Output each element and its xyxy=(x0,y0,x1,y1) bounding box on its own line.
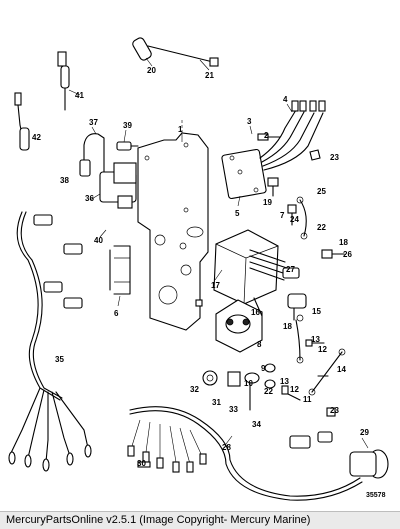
callout-22-lower: 22 xyxy=(264,387,273,396)
callout-16: 16 xyxy=(251,308,260,317)
callout-2: 2 xyxy=(264,131,269,140)
ignition-coil-part xyxy=(79,133,139,209)
terminal-lead-part xyxy=(57,51,81,111)
callout-35: 35 xyxy=(55,355,64,364)
rectifier-block-part xyxy=(213,229,300,305)
callout-34: 34 xyxy=(252,420,261,429)
engine-harness-part xyxy=(127,406,389,501)
callout-42: 42 xyxy=(32,133,41,142)
callout-15: 15 xyxy=(312,307,321,316)
image-footer: MercuryPartsOnline v2.5.1 (Image Copyrig… xyxy=(0,511,400,529)
callout-8: 8 xyxy=(257,340,262,349)
mounting-plate-part xyxy=(137,120,209,331)
bracket-part xyxy=(109,245,131,295)
solenoid-part xyxy=(215,299,263,353)
callout-25: 25 xyxy=(317,187,326,196)
terminal-pair-part xyxy=(14,92,30,151)
spark-plug-cap-part xyxy=(132,37,219,67)
leader-lines xyxy=(89,57,369,449)
callout-22-upper: 22 xyxy=(317,223,326,232)
callout-3: 3 xyxy=(247,117,252,126)
callout-6: 6 xyxy=(114,309,119,318)
callout-7: 7 xyxy=(280,211,285,220)
callout-30: 30 xyxy=(137,459,146,468)
exploded-parts-diagram: 1 2 3 4 5 6 7 8 9 10 11 12 12 13 13 14 1… xyxy=(8,37,389,501)
callout-12-upper: 12 xyxy=(318,345,327,354)
callout-33: 33 xyxy=(229,405,238,414)
lower-hardware-parts xyxy=(195,293,346,411)
callout-27: 27 xyxy=(286,265,295,274)
callout-31: 31 xyxy=(212,398,221,407)
callout-23-upper: 23 xyxy=(330,153,339,162)
callout-13-upper: 13 xyxy=(311,335,320,344)
callout-20: 20 xyxy=(147,66,156,75)
callout-38: 38 xyxy=(60,176,69,185)
callout-18-lower: 18 xyxy=(283,322,292,331)
callout-41: 41 xyxy=(75,91,84,100)
copyright-text: MercuryPartsOnline v2.5.1 (Image Copyrig… xyxy=(6,514,311,526)
callout-29: 29 xyxy=(360,428,369,437)
figure-number: 35578 xyxy=(366,492,386,499)
callout-39: 39 xyxy=(123,121,132,130)
callout-28: 28 xyxy=(222,443,231,452)
callout-12-lower: 12 xyxy=(290,385,299,394)
callout-26: 26 xyxy=(343,250,352,259)
callout-19: 19 xyxy=(263,198,272,207)
callout-36: 36 xyxy=(85,194,94,203)
callout-9: 9 xyxy=(261,364,266,373)
callout-21: 21 xyxy=(205,71,214,80)
callout-40: 40 xyxy=(94,236,103,245)
callout-13-lower: 13 xyxy=(280,377,289,386)
callout-11: 11 xyxy=(303,395,312,404)
callout-4: 4 xyxy=(283,95,288,104)
callout-24: 24 xyxy=(290,215,299,224)
callout-17: 17 xyxy=(211,281,220,290)
callout-32: 32 xyxy=(190,385,199,394)
callout-10: 10 xyxy=(244,379,253,388)
callout-1: 1 xyxy=(178,125,183,134)
switch-box-part xyxy=(221,100,326,200)
callout-5: 5 xyxy=(235,209,240,218)
callout-37: 37 xyxy=(89,118,98,127)
callout-18-upper: 18 xyxy=(339,238,348,247)
callout-14: 14 xyxy=(337,365,346,374)
callout-23-lower: 23 xyxy=(330,406,339,415)
main-harness-part xyxy=(8,211,92,472)
callout-labels: 1 2 3 4 5 6 7 8 9 10 11 12 12 13 13 14 1… xyxy=(32,66,386,499)
small-hardware-parts xyxy=(257,133,345,417)
